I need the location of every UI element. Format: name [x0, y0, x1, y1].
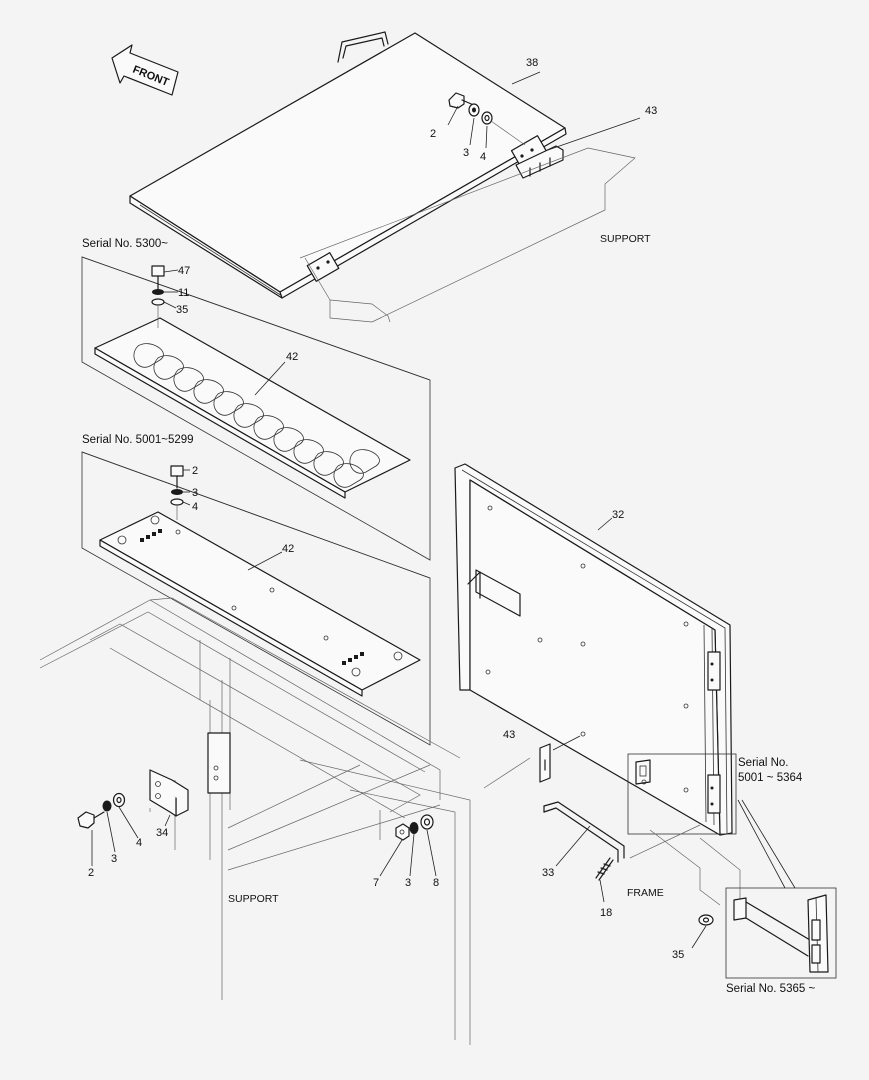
serial-5001-5364-detail	[627, 753, 737, 835]
caption-frame: FRAME	[627, 887, 664, 899]
bracket-34-assembly	[77, 769, 189, 829]
callout-7: 7	[373, 877, 379, 889]
leader-lines	[91, 71, 707, 949]
frame-lines	[649, 829, 741, 926]
callout-35-lower: 35	[672, 949, 684, 961]
lower-plate-fasteners	[170, 465, 184, 520]
screw-18	[595, 857, 614, 881]
serial-5001-5299-frame	[81, 451, 431, 746]
serial-5300-frame	[81, 256, 431, 561]
caption-support-bottom: SUPPORT	[228, 893, 279, 905]
callout-3-nut: 3	[405, 877, 411, 889]
callout-32: 32	[612, 509, 624, 521]
callout-2-bottom: 2	[88, 867, 94, 879]
callout-3-mid: 3	[192, 487, 198, 499]
callout-8: 8	[433, 877, 439, 889]
callout-3-bottom: 3	[111, 853, 117, 865]
callout-43-lower: 43	[503, 729, 515, 741]
callout-2-mid: 2	[192, 465, 198, 477]
callout-3-top: 3	[463, 147, 469, 159]
caption-serial-5300: Serial No. 5300~	[82, 238, 168, 250]
caption-serial-5365: Serial No. 5365 ~	[726, 983, 815, 995]
bracket-43-top	[515, 117, 641, 179]
callout-43-top: 43	[645, 105, 657, 117]
serial-5365-detail	[725, 799, 837, 979]
support-frame-bottom	[39, 597, 531, 1045]
vented-plate-upper	[94, 317, 411, 499]
top-cover-panel	[129, 31, 567, 299]
callout-33: 33	[542, 867, 554, 879]
upper-plate-fasteners	[151, 265, 165, 328]
callout-4-top: 4	[480, 151, 486, 163]
callout-4-mid: 4	[192, 501, 198, 513]
caption-support-top: SUPPORT	[600, 233, 651, 245]
vent-slots	[133, 343, 380, 488]
caption-serial-5001-5364-line2: 5001 ~ 5364	[738, 772, 803, 784]
bracket-43-lower	[539, 735, 581, 783]
caption-serial-5001-5299: Serial No. 5001~5299	[82, 434, 194, 446]
support-bar-top	[299, 147, 636, 323]
callout-11: 11	[178, 287, 189, 299]
callout-38: 38	[526, 57, 538, 69]
nut-washer-set	[395, 814, 434, 841]
side-panel	[454, 463, 733, 836]
top-fasteners	[448, 92, 526, 146]
caption-serial-5001-5364-line1: Serial No.	[738, 757, 789, 769]
callout-2-top: 2	[430, 128, 436, 140]
front-arrow: FRONT	[111, 44, 179, 96]
callout-35-upper: 35	[176, 304, 188, 316]
plate-lower	[99, 511, 421, 697]
callout-18: 18	[600, 907, 612, 919]
callout-4-bottom: 4	[136, 837, 142, 849]
callout-42-lower: 42	[282, 543, 294, 555]
callout-34: 34	[156, 827, 168, 839]
callout-42-upper: 42	[286, 351, 298, 363]
callout-47: 47	[178, 265, 190, 277]
